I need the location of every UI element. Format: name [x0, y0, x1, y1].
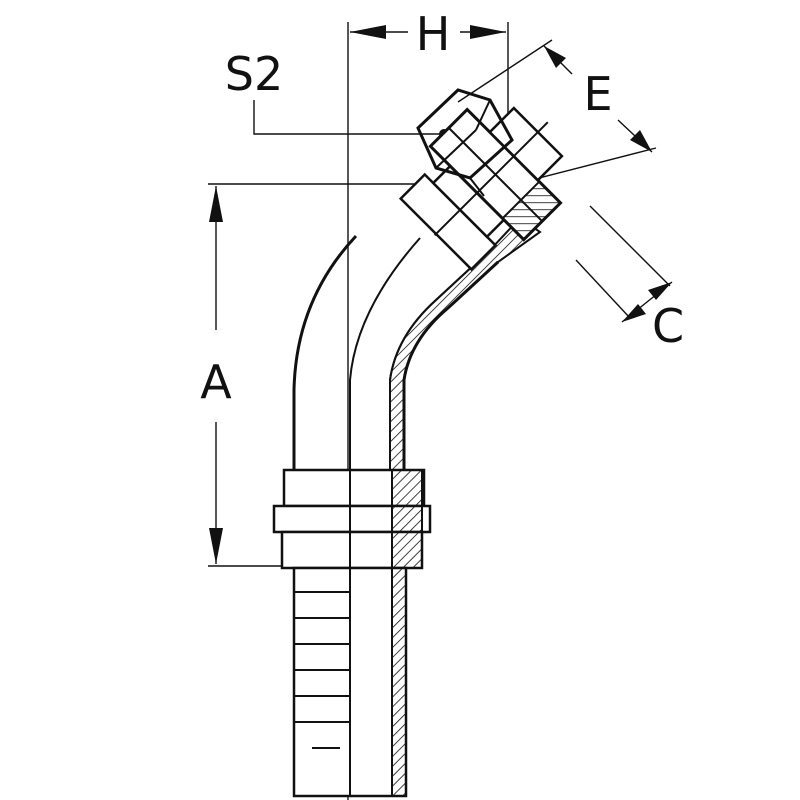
tail-section-hatch: [391, 567, 407, 797]
label-e: E: [583, 67, 612, 121]
arrow-a-top: [209, 186, 223, 222]
extension-line-e-top: [457, 39, 553, 103]
wall-section-hatch: [389, 216, 542, 471]
leader-s2: [253, 100, 444, 135]
arrow-h-left: [350, 25, 386, 39]
hex-top-edge-2: [475, 99, 491, 131]
nut-assembly: [398, 106, 564, 272]
extension-line-c-top: [589, 205, 671, 287]
ferrule-collar: [272, 468, 432, 570]
hose-tail: [292, 566, 408, 798]
dimension-e: E: [457, 39, 657, 187]
label-s2: S2: [225, 47, 283, 101]
nut-hex-top: [416, 88, 514, 197]
arrow-a-bottom: [209, 528, 223, 564]
arrow-c-upper: [648, 282, 672, 300]
arrow-e-bottom: [630, 130, 652, 152]
hex-stem-edge: [469, 177, 485, 197]
dimension-c: C: [575, 205, 684, 353]
label-c: C: [652, 299, 684, 353]
arrow-h-right: [470, 25, 506, 39]
head-axis: [433, 121, 549, 237]
label-h: H: [416, 7, 451, 61]
arrow-e-top: [544, 46, 566, 68]
collar-section-hatch: [391, 469, 423, 569]
extension-line-c-bottom: [575, 259, 631, 319]
arrow-c-lower: [622, 304, 646, 322]
label-a: A: [200, 355, 232, 409]
nut-section-hatch: [501, 180, 562, 242]
outer-bend-left: [292, 234, 358, 470]
inner-bend-line: [349, 237, 421, 470]
hex-top-edge: [435, 129, 477, 169]
